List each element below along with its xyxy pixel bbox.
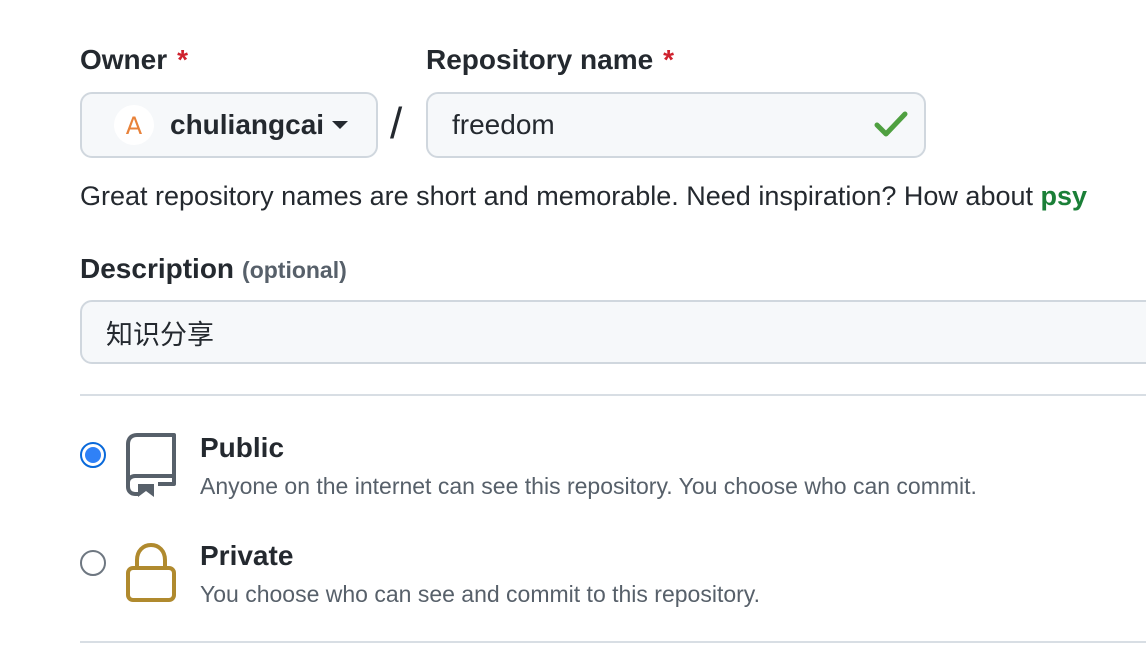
description-label: Description (optional): [80, 252, 347, 287]
description-input[interactable]: [106, 302, 1106, 362]
hint-text: Great repository names are short and mem…: [80, 181, 1041, 211]
repository-name-label-text: Repository name: [426, 44, 654, 75]
owner-label-text: Owner: [80, 44, 168, 75]
repository-name-label: Repository name *: [426, 43, 674, 77]
chevron-down-icon: [332, 121, 349, 129]
description-optional-text: (optional): [242, 257, 347, 283]
owner-label: Owner *: [80, 43, 188, 77]
owner-name: chuliangcai: [170, 109, 325, 140]
description-label-text: Description: [80, 253, 235, 284]
name-suggestion-link[interactable]: psy: [1040, 181, 1088, 211]
divider: [80, 394, 1146, 396]
repository-required-mark: *: [663, 44, 675, 75]
repository-name-field: [426, 92, 926, 158]
visibility-radio-private[interactable]: [80, 550, 106, 576]
avatar: A: [114, 105, 154, 145]
repo-icon: [126, 433, 176, 497]
visibility-public-title: Public: [200, 432, 285, 463]
visibility-public-description: Anyone on the internet can see this repo…: [200, 473, 977, 499]
owner-select-button[interactable]: A chuliangcai: [80, 92, 378, 158]
avatar-icon: A: [126, 112, 143, 140]
repository-name-hint: Great repository names are short and mem…: [80, 178, 1087, 214]
check-icon: [874, 111, 908, 137]
lock-icon: [126, 542, 176, 602]
repository-name-input[interactable]: [452, 94, 872, 156]
visibility-radio-public[interactable]: [80, 442, 106, 468]
avatar-letter: A: [126, 112, 143, 140]
description-field: [80, 300, 1146, 364]
divider: [80, 641, 1146, 643]
owner-repo-separator: /: [390, 99, 403, 148]
visibility-private-title: Private: [200, 540, 294, 571]
owner-required-mark: *: [177, 44, 189, 75]
visibility-private-description: You choose who can see and commit to thi…: [200, 581, 760, 607]
